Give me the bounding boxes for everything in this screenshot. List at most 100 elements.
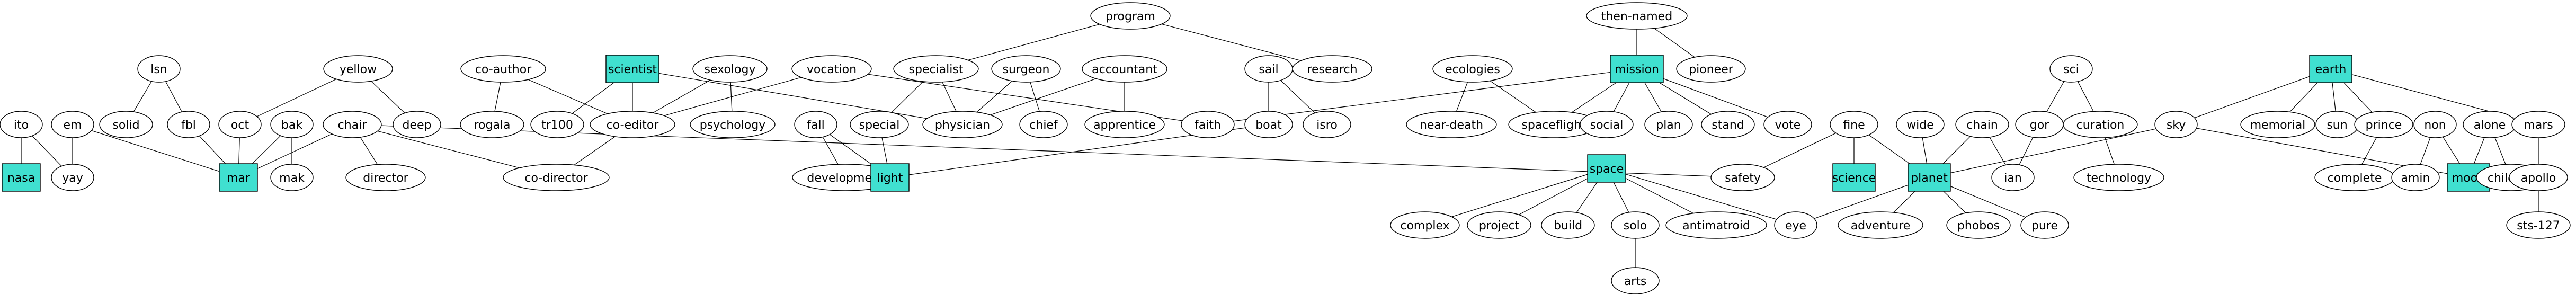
node-label: rogala bbox=[474, 119, 510, 132]
node-label: wide bbox=[1906, 119, 1934, 132]
node-label: isro bbox=[1316, 119, 1338, 132]
edge-vocation-co-editor bbox=[632, 68, 832, 125]
node-label: amin bbox=[2401, 172, 2430, 185]
node-mak: mak bbox=[270, 164, 314, 191]
node-label: sail bbox=[1259, 63, 1278, 76]
node-label: fbl bbox=[181, 119, 196, 132]
node-label: ian bbox=[2004, 172, 2022, 185]
node-box bbox=[870, 163, 910, 192]
node-ellipse bbox=[850, 111, 909, 138]
edge-space-complex bbox=[1424, 168, 1607, 226]
node-label: special bbox=[859, 119, 900, 132]
node-ellipse bbox=[2506, 211, 2571, 239]
node-complex: complex bbox=[1390, 211, 1460, 239]
node-ellipse bbox=[991, 55, 1061, 83]
node-box bbox=[2, 163, 41, 192]
node-label: solo bbox=[1624, 219, 1647, 233]
node-label: mars bbox=[2524, 119, 2553, 132]
node-label: alone bbox=[2474, 119, 2506, 132]
node-accountant: accountant bbox=[1082, 55, 1167, 83]
node-ellipse bbox=[51, 111, 94, 138]
node-ellipse bbox=[2413, 111, 2457, 138]
node-boat: boat bbox=[1244, 111, 1293, 138]
node-lsn: lsn bbox=[137, 55, 181, 83]
node-ellipse bbox=[1390, 211, 1460, 239]
node-label: faith bbox=[1195, 119, 1221, 132]
node-ellipse bbox=[2509, 164, 2568, 191]
node-nasa: nasa bbox=[2, 163, 41, 192]
node-ellipse bbox=[1774, 211, 1817, 239]
node-label: build bbox=[1554, 219, 1582, 233]
node-ellipse bbox=[1701, 111, 1755, 138]
node-box bbox=[1908, 163, 1951, 192]
node-label: tr100 bbox=[541, 119, 573, 132]
node-surgeon: surgeon bbox=[991, 55, 1061, 83]
node-pioneer: pioneer bbox=[1676, 55, 1746, 83]
node-label: vocation bbox=[807, 63, 857, 76]
node-label: arts bbox=[1624, 275, 1647, 288]
node-ellipse bbox=[1244, 111, 1293, 138]
node-ellipse bbox=[503, 164, 610, 191]
node-label: deep bbox=[403, 119, 432, 132]
node-complete: complete bbox=[2314, 164, 2395, 191]
node-label: mak bbox=[279, 172, 305, 185]
node-vocation: vocation bbox=[791, 55, 872, 83]
node-near-death: near-death bbox=[1406, 111, 1497, 138]
node-ellipse bbox=[1955, 111, 2009, 138]
node-apollo: apollo bbox=[2509, 164, 2568, 191]
node-ellipse bbox=[1082, 55, 1167, 83]
node-ellipse bbox=[1406, 111, 1497, 138]
node-ellipse bbox=[1611, 267, 1660, 294]
node-label: yellow bbox=[340, 63, 377, 76]
node-ellipse bbox=[922, 111, 1003, 138]
node-ellipse bbox=[1181, 111, 1235, 138]
node-ellipse bbox=[323, 111, 382, 138]
node-apprentice: apprentice bbox=[1084, 111, 1165, 138]
node-physician: physician bbox=[922, 111, 1003, 138]
node-box bbox=[605, 55, 659, 83]
node-label: sci bbox=[2063, 63, 2079, 76]
node-label: antimatroid bbox=[1682, 219, 1750, 233]
node-deep: deep bbox=[393, 111, 441, 138]
node-space: space bbox=[1587, 154, 1626, 183]
node-plan: plan bbox=[1644, 111, 1693, 138]
node-mars: mars bbox=[2511, 111, 2565, 138]
node-label: yay bbox=[62, 172, 83, 185]
node-gor: gor bbox=[2015, 111, 2064, 138]
node-label: bak bbox=[281, 119, 302, 132]
node-ellipse bbox=[1763, 111, 1812, 138]
node-sts-127: sts-127 bbox=[2506, 211, 2571, 239]
node-label: science bbox=[1832, 172, 1876, 185]
node-label: physician bbox=[935, 119, 990, 132]
node-ellipse bbox=[791, 55, 872, 83]
node-ellipse bbox=[2020, 211, 2069, 239]
node-ellipse bbox=[1896, 111, 1945, 138]
edge-sky-planet bbox=[1929, 124, 2177, 178]
node-ellipse bbox=[1586, 2, 1688, 30]
node-director: director bbox=[345, 164, 426, 191]
node-ito: ito bbox=[0, 111, 43, 138]
node-label: program bbox=[1106, 10, 1155, 23]
node-ellipse bbox=[1665, 211, 1767, 239]
node-label: accountant bbox=[1092, 63, 1157, 76]
node-ellipse bbox=[1676, 55, 1746, 83]
node-ellipse bbox=[530, 111, 584, 138]
node-ellipse bbox=[794, 111, 837, 138]
node-label: planet bbox=[1911, 172, 1948, 185]
node-adventure: adventure bbox=[1838, 211, 1923, 239]
node-ellipse bbox=[1644, 111, 1693, 138]
node-ellipse bbox=[2391, 164, 2440, 191]
node-wide: wide bbox=[1896, 111, 1945, 138]
node-tr100: tr100 bbox=[530, 111, 584, 138]
node-fall: fall bbox=[794, 111, 837, 138]
node-eye: eye bbox=[1774, 211, 1817, 239]
node-label: fine bbox=[1843, 119, 1865, 132]
node-fine: fine bbox=[1830, 111, 1878, 138]
node-pure: pure bbox=[2020, 211, 2069, 239]
node-sexology: sexology bbox=[692, 55, 768, 83]
edge-chair-safety bbox=[352, 124, 1743, 178]
node-ellipse bbox=[2049, 55, 2093, 83]
node-specialist: specialist bbox=[893, 55, 979, 83]
node-label: co-director bbox=[524, 172, 588, 185]
node-ellipse bbox=[1541, 211, 1595, 239]
